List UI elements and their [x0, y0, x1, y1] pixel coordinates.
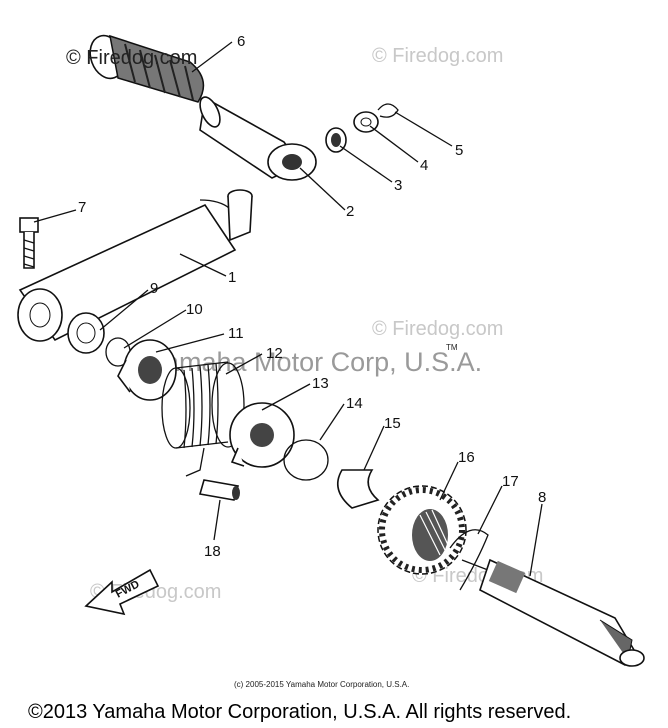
- callout-1: 1: [228, 269, 236, 286]
- part-18-pin: [198, 479, 240, 501]
- part-15-clip: [336, 469, 380, 509]
- part-12-spring: [161, 361, 245, 477]
- part-6-kick-grip: [89, 34, 205, 103]
- callout-15: 15: [384, 415, 401, 432]
- part-7-bolt: [19, 217, 39, 269]
- callout-16: 16: [458, 449, 475, 466]
- callout-3: 3: [394, 177, 402, 194]
- part-8-axle: [479, 558, 645, 667]
- callout-7: 7: [78, 199, 86, 216]
- part-14-circlip: [283, 439, 329, 481]
- callout-9: 9: [150, 280, 158, 297]
- callout-5: 5: [455, 142, 463, 159]
- callout-8: 8: [538, 489, 546, 506]
- part-13-plate: [229, 402, 295, 468]
- callout-17: 17: [502, 473, 519, 490]
- watermark-firedog-top-right: © Firedog.com: [372, 45, 503, 67]
- callout-12: 12: [266, 345, 283, 362]
- part-4-washer: [353, 111, 379, 133]
- part-5-circlip: [377, 103, 399, 118]
- part-1-kick-arm: [17, 189, 253, 342]
- watermark-firedog-mid-right: © Firedog.com: [372, 318, 503, 340]
- callout-13: 13: [312, 375, 329, 392]
- leader-lines: [33, 41, 543, 577]
- callout-18: 18: [204, 543, 221, 560]
- watermark-firedog-top-left: © Firedog.com: [66, 47, 197, 69]
- small-copyright: (c) 2005-2015 Yamaha Motor Corporation, …: [234, 680, 409, 689]
- callout-6: 6: [237, 33, 245, 50]
- callout-4: 4: [420, 157, 428, 174]
- part-16-gear: [377, 485, 467, 575]
- part-2-kick-crank: [199, 96, 317, 181]
- part-9-seal: [67, 312, 105, 354]
- callout-2: 2: [346, 203, 354, 220]
- watermark-tm: TM: [446, 343, 458, 352]
- callout-10: 10: [186, 301, 203, 318]
- watermark-yamaha-corp: Yamaha Motor Corp, U.S.A.: [148, 347, 482, 377]
- callout-11: 11: [228, 325, 244, 342]
- footer-copyright: ©2013 Yamaha Motor Corporation, U.S.A. A…: [28, 701, 571, 723]
- callout-14: 14: [346, 395, 363, 412]
- part-11-ratchet: [117, 339, 177, 401]
